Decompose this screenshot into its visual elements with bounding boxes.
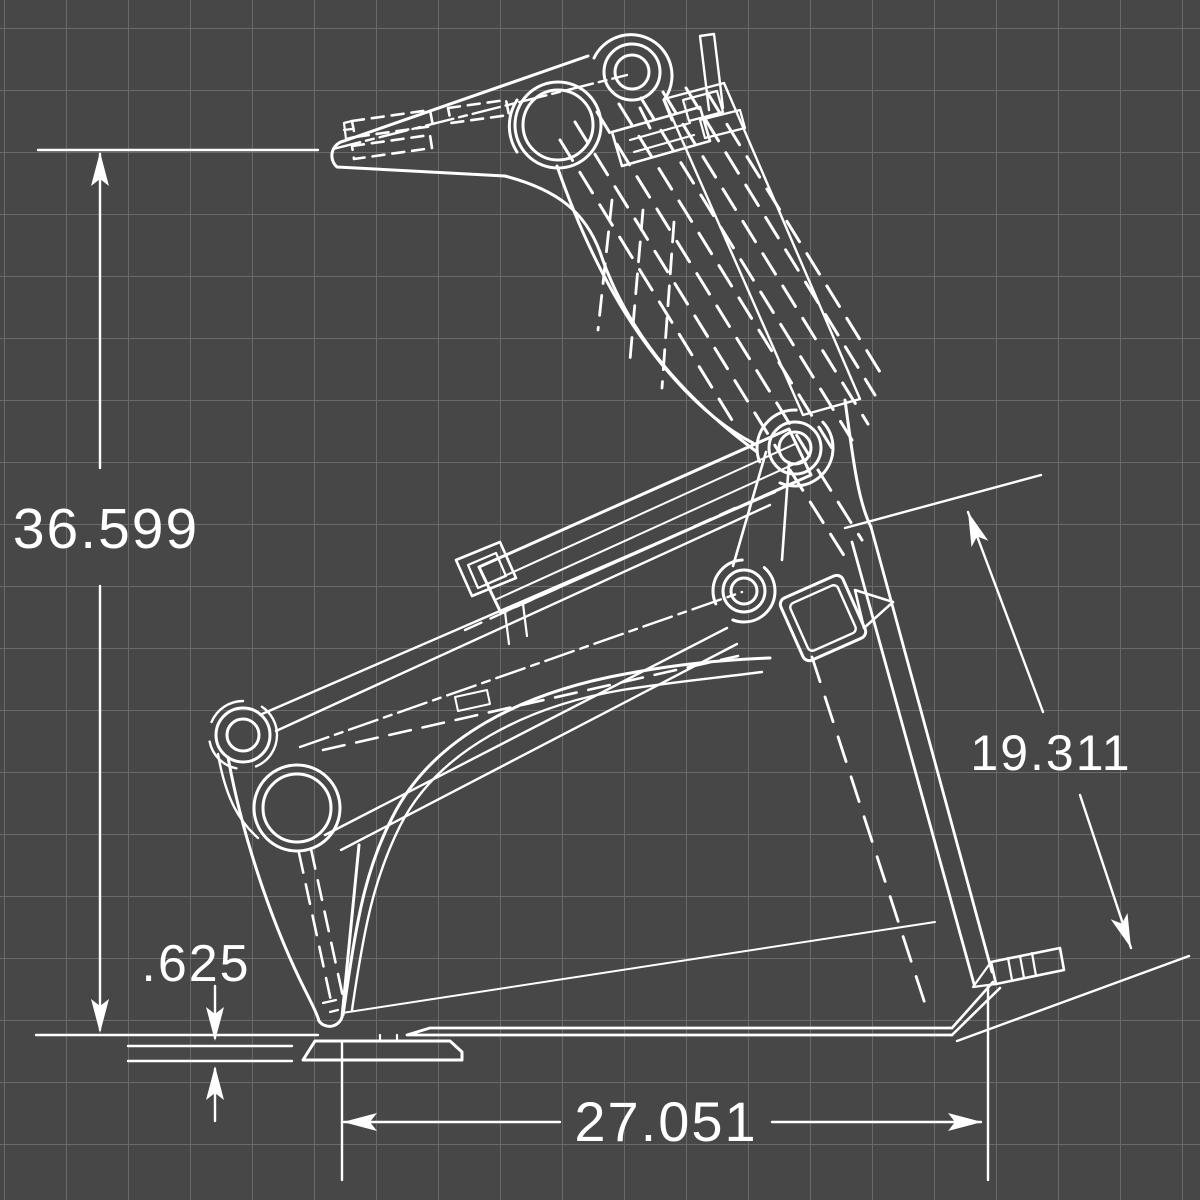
dimension-label-edge-thickness: .625 xyxy=(141,935,250,993)
dimension-back-depth xyxy=(843,473,1191,1043)
dimension-overall-height xyxy=(34,148,320,1037)
attachment-drawing xyxy=(207,32,1066,1062)
dimension-annotations xyxy=(34,148,1191,1182)
arrow-down-icon xyxy=(91,999,109,1033)
dimension-edge-thickness xyxy=(126,984,294,1123)
dimension-label-overall-height: 36.599 xyxy=(13,497,199,561)
dimension-label-base-length: 27.051 xyxy=(574,1090,757,1153)
arrow-left-icon xyxy=(343,1113,377,1131)
pivot-joints xyxy=(711,408,835,624)
arrow-down-right-icon xyxy=(1110,913,1131,948)
arrow-up-icon xyxy=(206,1066,224,1100)
arrow-down-icon xyxy=(206,1007,224,1041)
bucket-back xyxy=(810,398,994,1018)
bucket-floor xyxy=(341,656,1066,1037)
receiver-box xyxy=(778,573,895,663)
arrow-up-left-icon xyxy=(968,512,989,548)
main-arm xyxy=(260,490,777,852)
dimension-label-back-depth: 19.311 xyxy=(970,725,1131,781)
lower-arm xyxy=(207,699,361,1028)
skid-shoe xyxy=(301,1033,464,1062)
arrow-right-icon xyxy=(948,1113,982,1131)
arrow-up-icon xyxy=(91,152,109,186)
mast-hidden-lines xyxy=(558,81,882,567)
dimension-base-length xyxy=(340,984,990,1182)
